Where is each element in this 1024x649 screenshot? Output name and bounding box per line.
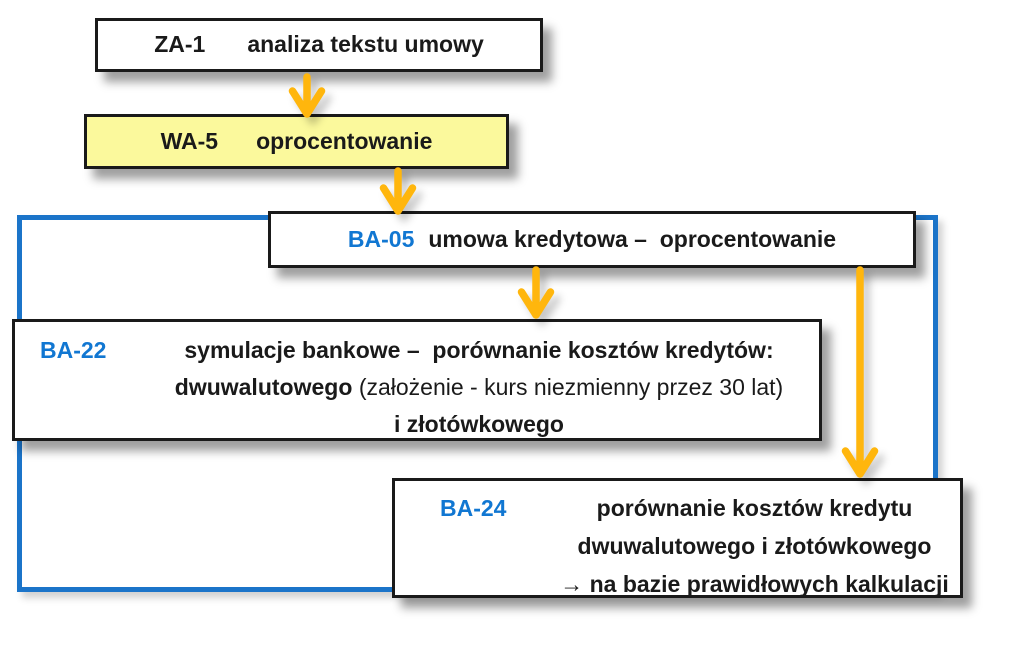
down-arrow-icon-za1-wa5 [288, 73, 326, 118]
node-ba24-line2: dwuwalutowego i złotówkowego [577, 533, 932, 559]
node-za1: ZA-1 analiza tekstu umowy [95, 18, 543, 72]
node-ba22-code: BA-22 [40, 337, 107, 363]
node-ba24-line1: porównanie kosztów kredytu [596, 495, 913, 521]
node-za1-label: analiza tekstu umowy [247, 31, 484, 58]
node-ba24-code: BA-24 [440, 495, 507, 521]
down-arrow-icon-wa5-ba05 [379, 167, 417, 215]
node-ba22-line2: dwuwalutowego(założenie - kurs niezmienn… [145, 369, 813, 406]
node-ba05-label: umowa kredytowa – oprocentowanie [428, 225, 837, 252]
node-ba24-line3: → na bazie prawidłowych kalkulacji [560, 571, 949, 597]
node-ba22: BA-22 symulacje bankowe – porównanie kos… [12, 319, 822, 441]
node-wa5: WA-5 oprocentowanie [84, 114, 509, 169]
node-ba22-line2-bold: dwuwalutowego [174, 374, 353, 400]
node-wa5-label: oprocentowanie [256, 127, 433, 154]
node-za1-code: ZA-1 [154, 31, 206, 58]
node-ba22-line2-regular: (założenie - kurs niezmienny przez 30 la… [358, 374, 784, 400]
node-ba24: BA-24 porównanie kosztów kredytu dwuwalu… [392, 478, 963, 598]
node-ba05-code: BA-05 [347, 225, 415, 252]
node-ba22-line3: i złotówkowego [394, 411, 564, 437]
node-ba22-line1: symulacje bankowe – porównanie kosztów k… [184, 337, 774, 363]
node-wa5-code: WA-5 [160, 127, 219, 154]
node-ba24-text: porównanie kosztów kredytu dwuwalutowego… [555, 489, 960, 603]
node-ba05: BA-05 umowa kredytowa – oprocentowanie [268, 211, 916, 268]
node-ba22-text: symulacje bankowe – porównanie kosztów k… [145, 332, 819, 443]
